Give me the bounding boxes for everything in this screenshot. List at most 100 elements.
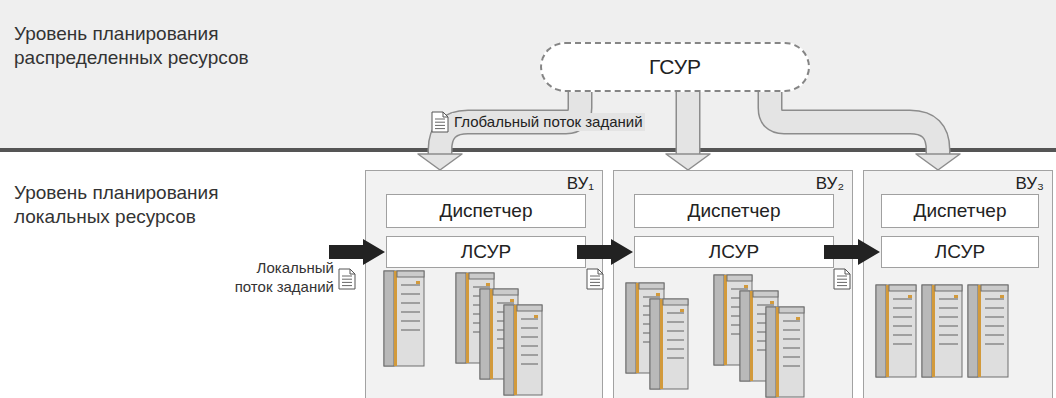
document-line (342, 279, 352, 280)
server-bay (893, 307, 912, 309)
server-bay (939, 325, 958, 327)
flow-arrow-outline (770, 92, 938, 154)
server-top (469, 273, 494, 279)
level-label: Уровень планирования распределенных ресу… (14, 22, 314, 70)
level-label: Уровень планирования локальных ресурсов (14, 181, 314, 229)
document-icon (587, 269, 603, 289)
server-body (922, 285, 962, 377)
server-side (650, 299, 660, 389)
node-title: ВУ₂ (816, 174, 844, 194)
server-bay (497, 302, 514, 304)
server-side (504, 305, 514, 395)
document-icon (432, 112, 448, 132)
server-trim (466, 273, 469, 363)
server-bay (401, 302, 420, 304)
server-side (480, 289, 490, 379)
server-trim (394, 271, 397, 366)
document-fold (845, 269, 850, 274)
server-body (766, 307, 804, 397)
server-body (876, 285, 916, 377)
server-led (1000, 295, 1004, 298)
node-title: ВУ₃ (1016, 174, 1045, 194)
document-icon (339, 269, 355, 289)
document-page (432, 112, 448, 132)
document-line (435, 122, 445, 123)
module-box: ЛСУР (386, 236, 586, 268)
document-line (590, 276, 600, 277)
document-line (837, 279, 847, 280)
server-side (714, 275, 724, 365)
computing-node: ВУ₃ДиспетчерЛСУР (863, 170, 1053, 398)
node-title: ВУ₁ (567, 174, 594, 194)
server-bay (985, 307, 1004, 309)
local-flow-arrow (577, 239, 633, 265)
server-bay (985, 325, 1004, 327)
box-label: ЛСУР (935, 241, 985, 263)
server-bay (939, 298, 958, 300)
box-label: Диспетчер (688, 200, 781, 222)
computing-node: ВУ₂ ДиспетчерЛСУР (613, 170, 853, 398)
server-bay (667, 321, 684, 323)
server-bay (731, 288, 748, 290)
server-bay (667, 312, 684, 314)
server-bay (643, 296, 660, 298)
server-bay (985, 298, 1004, 300)
document-fold (443, 112, 448, 117)
server-side (968, 285, 978, 377)
document-page (587, 269, 603, 289)
server-bay (783, 338, 800, 340)
server-body (650, 299, 688, 389)
server-bay (893, 298, 912, 300)
flow-label: Локальный поток заданий (228, 258, 334, 296)
server-bay (667, 348, 684, 350)
global-manager: ГСУР (540, 42, 810, 92)
server-led (416, 281, 420, 284)
server-trim (660, 299, 663, 389)
server-bay (521, 318, 538, 320)
server-led (680, 309, 684, 312)
server-bay (401, 293, 420, 295)
module-box: Диспетчер (386, 194, 586, 228)
module-box: Диспетчер (881, 194, 1039, 228)
server-bay (893, 316, 912, 318)
server-bay (401, 284, 420, 286)
server-side (626, 283, 636, 373)
box-label: ЛСУР (709, 241, 759, 263)
server-side (456, 273, 466, 363)
server-bay (783, 365, 800, 367)
server-trim (490, 289, 493, 379)
server-bay (473, 286, 490, 288)
server-top (493, 289, 518, 295)
server-bay (401, 320, 420, 322)
box-label: ЛСУР (461, 241, 511, 263)
server-bay (939, 334, 958, 336)
server-led (796, 317, 800, 320)
server-led (744, 285, 748, 288)
server-bay (893, 334, 912, 336)
server-top (981, 285, 1008, 291)
edge-label: Глобальный поток заданий (452, 113, 645, 131)
document-line (435, 119, 445, 120)
server-led (908, 295, 912, 298)
document-line (837, 282, 847, 283)
server-body (968, 285, 1008, 377)
server-led (510, 299, 514, 302)
level-divider (0, 148, 1056, 152)
document-page (834, 269, 850, 289)
server-bay (667, 339, 684, 341)
server-led (770, 301, 774, 304)
server-led (534, 315, 538, 318)
server-bay (939, 307, 958, 309)
server-bay (521, 327, 538, 329)
server-top (663, 299, 688, 305)
server-top (779, 307, 804, 313)
document-line (342, 285, 352, 286)
document-line (342, 282, 352, 283)
server-bay (939, 316, 958, 318)
server-trim (978, 285, 981, 377)
server-top (935, 285, 962, 291)
server-side (740, 291, 750, 381)
server-bay (783, 320, 800, 322)
document-line (837, 285, 847, 286)
